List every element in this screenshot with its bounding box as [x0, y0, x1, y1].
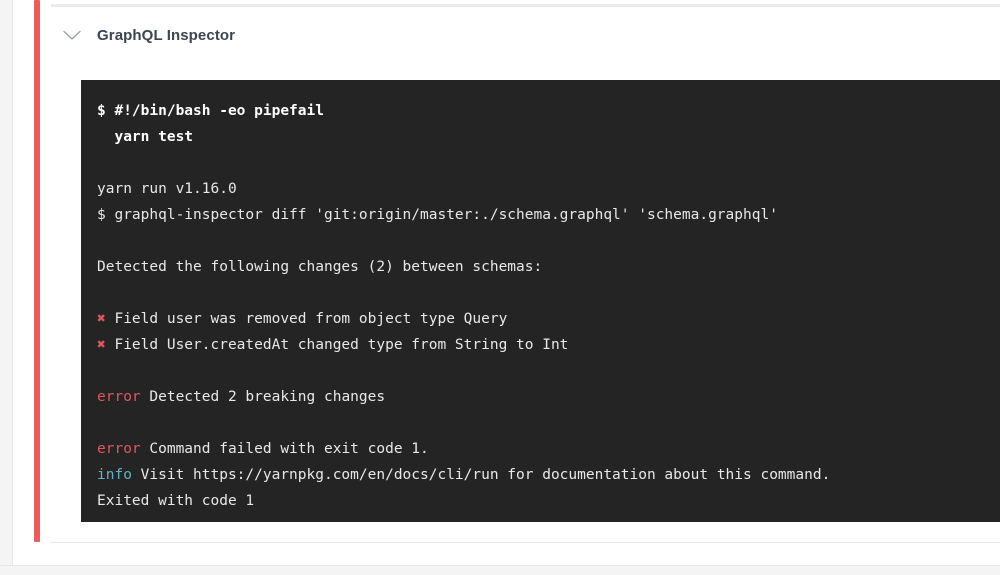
terminal-change-line: ✖ Field user was removed from object typ… — [97, 306, 1000, 332]
terminal-line-text: Field user was removed from object type … — [105, 311, 508, 327]
terminal-blank-line — [97, 280, 1000, 306]
card-footer-edge — [0, 565, 1000, 575]
top-divider — [51, 4, 1000, 7]
breaking-change-cross-icon: ✖ — [97, 337, 106, 353]
terminal-error-label: error — [97, 389, 141, 405]
terminal-line-text: Visit https://yarnpkg.com/en/docs/cli/ru… — [131, 467, 831, 483]
terminal-log-output[interactable]: $ #!/bin/bash -eo pipefail yarn test yar… — [81, 80, 1000, 522]
bottom-divider — [51, 542, 1000, 543]
terminal-blank-line — [97, 358, 1000, 384]
terminal-output-line: $ graphql-inspector diff 'git:origin/mas… — [97, 207, 778, 223]
terminal-error-line: error Command failed with exit code 1. — [97, 436, 1000, 462]
terminal-blank-line — [97, 410, 1000, 436]
terminal-command-line: yarn test — [97, 129, 194, 145]
terminal-blank-line — [97, 150, 1000, 176]
terminal-line-text: Field User.createdAt changed type from S… — [105, 337, 569, 353]
terminal-line-text: Detected 2 breaking changes — [140, 389, 386, 405]
terminal-command-line: $ #!/bin/bash -eo pipefail — [97, 103, 324, 119]
breaking-change-cross-icon: ✖ — [97, 311, 106, 327]
terminal-change-line: ✖ Field User.createdAt changed type from… — [97, 332, 1000, 358]
terminal-line-list: $ #!/bin/bash -eo pipefail yarn test yar… — [97, 98, 1000, 514]
build-step-card: GraphQL Inspector $ #!/bin/bash -eo pipe… — [12, 0, 1000, 566]
terminal-blank-line — [97, 228, 1000, 254]
terminal-line-text: Command failed with exit code 1. — [140, 441, 429, 457]
terminal-info-label: info — [97, 467, 132, 483]
terminal-info-line: info Visit https://yarnpkg.com/en/docs/c… — [97, 462, 1000, 488]
step-status-accent-bar — [34, 0, 40, 542]
terminal-output-line: yarn run v1.16.0 — [97, 181, 237, 197]
terminal-error-label: error — [97, 441, 141, 457]
step-header[interactable]: GraphQL Inspector — [59, 20, 235, 50]
terminal-error-line: error Detected 2 breaking changes — [97, 384, 1000, 410]
terminal-output-line: Exited with code 1 — [97, 493, 255, 509]
terminal-output-line: Detected the following changes (2) betwe… — [97, 259, 543, 275]
chevron-down-icon[interactable] — [59, 22, 85, 48]
step-title: GraphQL Inspector — [97, 26, 236, 44]
